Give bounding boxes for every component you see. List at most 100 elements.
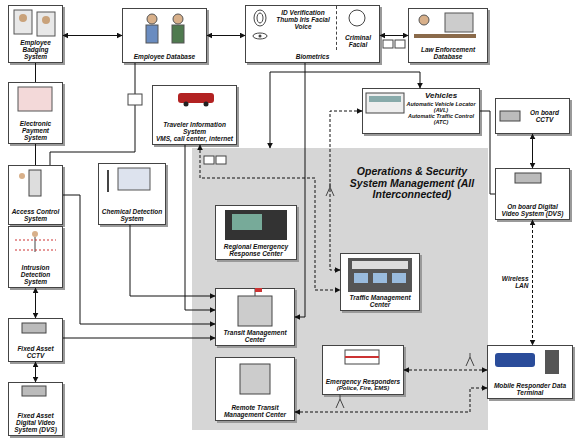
antenna-icon <box>326 183 334 196</box>
badge-icon <box>37 12 55 36</box>
connector <box>185 145 215 310</box>
bus-icon <box>366 93 404 113</box>
screen-icon <box>354 273 368 283</box>
system-box: Remote Transit Management Center <box>215 357 295 421</box>
node-label: Traffic Management Center <box>343 294 417 308</box>
car-icon <box>178 93 214 103</box>
building-icon <box>238 296 272 326</box>
eye-pupil <box>259 35 262 38</box>
node-label: Biometrics <box>248 53 377 60</box>
person-head <box>32 231 38 237</box>
node-label: Mobile Responder Data Terminal <box>490 382 570 396</box>
screen-icon <box>392 273 406 283</box>
connector <box>330 111 362 270</box>
system-box: Employee Database <box>122 8 207 63</box>
system-box: BiometricsID VerificationThumb Iris Faci… <box>245 5 380 63</box>
sensor-beam <box>15 250 56 251</box>
person-head <box>19 173 25 179</box>
connector <box>63 195 215 324</box>
node-label: Intrusion Detection System <box>11 264 60 285</box>
system-box: VehiclesAutomatic Vehicle Locator (AVL)A… <box>362 88 480 134</box>
node-label: VMS, call center, internet <box>155 135 234 142</box>
desk-icon <box>414 34 476 38</box>
person-body <box>146 25 158 43</box>
node-label: Automatic Vehicle Locator (AVL) <box>405 101 477 113</box>
connector <box>207 35 245 36</box>
sensor-beam <box>15 240 56 241</box>
node-label: Electronic Payment System <box>11 120 60 141</box>
ambulance-stripe <box>345 356 379 358</box>
node-label: Fixed Asset Digital Video System (DVS) <box>11 412 60 433</box>
connector <box>35 288 36 318</box>
node-label: Law Enforcement Database <box>411 46 485 60</box>
workstation-icon <box>216 156 226 164</box>
node-label: Transit Management Center <box>218 329 292 343</box>
system-box: Fixed Asset CCTV <box>8 318 63 362</box>
control-room-icon <box>225 210 287 240</box>
antenna-icon <box>336 395 344 408</box>
node-label: Emergency Responders <box>325 378 401 385</box>
workstation-icon <box>383 40 393 48</box>
system-box: Access Control System <box>8 165 63 225</box>
node-label: Vehicles <box>405 92 477 101</box>
system-box: On board Digital Video System (DVS) <box>495 168 570 220</box>
connector <box>200 145 340 290</box>
system-box: Fixed Asset Digital Video System (DVS) <box>8 382 63 436</box>
flag-icon <box>255 288 262 292</box>
connector <box>270 72 420 148</box>
connector <box>35 362 36 382</box>
node-label: Criminal <box>339 34 377 41</box>
control-room-icon <box>348 258 412 292</box>
bus-window <box>369 96 401 102</box>
fingerprint-icon <box>254 10 266 26</box>
police-car-icon <box>495 353 535 367</box>
system-box: Electronic Payment System <box>8 82 63 144</box>
node-label: ID Verification <box>274 9 332 16</box>
connector <box>63 338 215 339</box>
connector <box>480 111 495 194</box>
connector <box>50 63 135 165</box>
connector <box>130 225 215 296</box>
connector <box>404 370 487 371</box>
flag-pole <box>255 288 256 296</box>
workstation-icon <box>128 94 142 105</box>
system-box: Transit Management Center <box>215 288 295 346</box>
sign-board <box>352 261 408 269</box>
system-box: CriminalFacial <box>336 6 379 50</box>
system-box: Regional Emergency Response Center <box>215 205 297 260</box>
system-box: Employee Badging System <box>8 5 63 63</box>
connector <box>295 388 487 412</box>
monitor-icon <box>445 13 473 32</box>
system-box: Traffic Management Center <box>340 253 420 311</box>
system-box: Emergency Responders(Police, Fire, EMS) <box>322 345 404 395</box>
connector <box>295 63 305 317</box>
ambulance-icon <box>345 350 379 364</box>
antenna-icon <box>466 353 474 366</box>
badge-icon <box>14 10 32 34</box>
wheel <box>184 102 189 107</box>
handheld-icon <box>545 350 559 374</box>
node-label: (Police, Fire, EMS) <box>325 385 401 392</box>
badge-photo <box>42 16 50 24</box>
region-title: Operations & Security System Management … <box>340 166 484 201</box>
building-icon <box>240 364 270 394</box>
node-label: Automatic Traffic Control (ATC) <box>405 113 477 125</box>
camera-icon <box>515 173 541 183</box>
node-label: Fixed Asset CCTV <box>11 345 60 359</box>
monitor-icon <box>18 87 52 111</box>
system-box: Chemical Detection System <box>98 163 166 225</box>
node-label: Remote Transit Management Center <box>218 404 292 418</box>
management-region: Operations & Security System Management … <box>192 148 488 430</box>
node-label: Employee Database <box>125 53 204 60</box>
connector <box>380 35 408 36</box>
workstation-icon <box>204 156 214 164</box>
person-body <box>35 237 36 252</box>
node-label: Chemical Detection System <box>101 208 163 222</box>
edge-label: Wireless LAN <box>495 275 529 289</box>
node-label: Access Control System <box>11 208 60 222</box>
face-icon <box>349 10 365 26</box>
system-box: Intrusion Detection System <box>8 226 63 288</box>
system-box: Law Enforcement Database <box>408 8 488 63</box>
node-label: Facial <box>339 41 377 48</box>
door-icon <box>29 170 41 196</box>
